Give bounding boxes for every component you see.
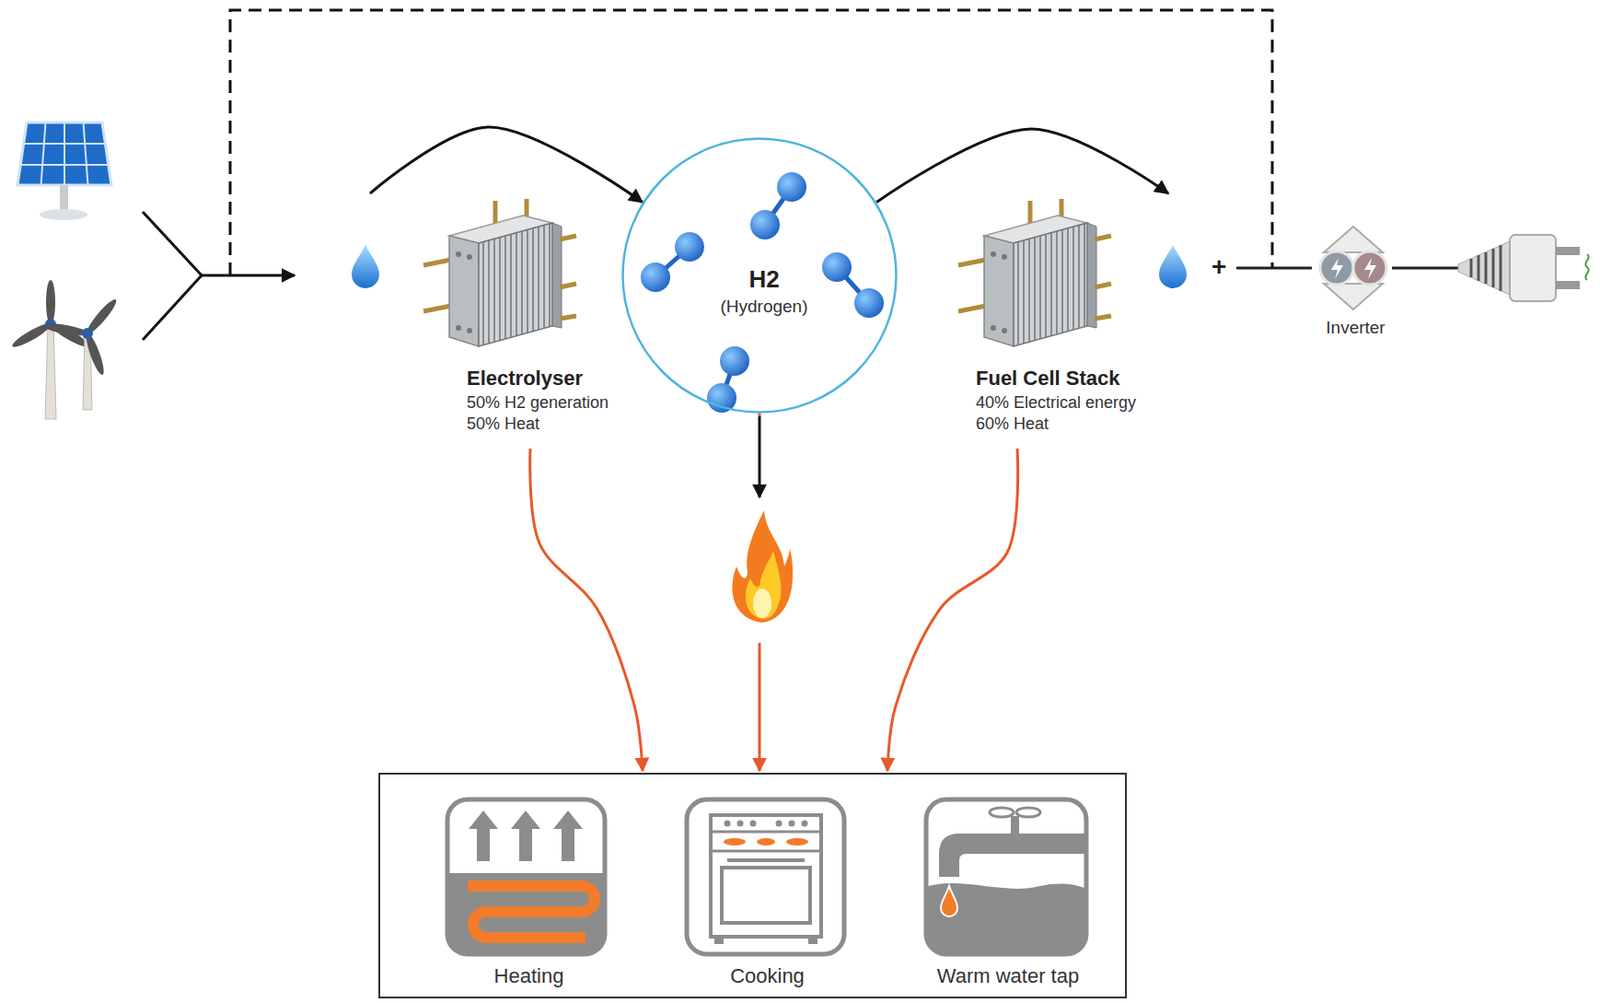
use-item: Warm water tap [926, 797, 1103, 994]
burn-arrow [758, 416, 762, 498]
node-title: Warm water tap [916, 962, 1100, 990]
plus-sign: + [1211, 254, 1227, 280]
power-wires [142, 10, 1461, 340]
node-title: Electrolyser [466, 365, 633, 393]
node-title: H2 [690, 264, 838, 296]
flow-arrow [887, 448, 1019, 771]
use-item: Heating [447, 797, 615, 994]
cooking-icon [686, 799, 845, 954]
power-plug [1458, 234, 1589, 302]
electrolyser-stack [423, 198, 577, 347]
text-group: Inverter [1311, 316, 1400, 340]
water-drop [351, 244, 380, 289]
node-body: 40% Electrical energy 60% Heat [975, 392, 1160, 436]
text-group: Cooking [686, 962, 848, 990]
solar-panel [17, 122, 112, 221]
tap-icon [926, 799, 1087, 954]
inverter-node: Inverter [1311, 224, 1403, 344]
heat-uses-box: Heating Cooking Warm water tap [378, 772, 1127, 998]
text-group: H2(Hydrogen) [690, 264, 838, 318]
water-drop [1159, 244, 1187, 289]
node-body: 50% H2 generation 50% Heat [466, 392, 633, 436]
text-group: Electrolyser50% H2 generation 50% Heat [466, 365, 633, 435]
use-item: Cooking [686, 797, 852, 994]
flame [731, 510, 793, 623]
flow-arrow [530, 448, 643, 771]
h2-molecules [640, 172, 884, 413]
inverter-icon [1320, 226, 1387, 310]
node-title: Heating [447, 962, 611, 990]
fuel-cell-node: Fuel Cell Stack40% Electrical energy 60%… [948, 195, 1237, 449]
hydrogen-circle: H2(Hydrogen) [621, 137, 898, 414]
node-title: Fuel Cell Stack [975, 365, 1160, 393]
wind-turbine [10, 279, 120, 419]
node-title: Inverter [1311, 316, 1400, 340]
node-body: (Hydrogen) [690, 295, 838, 319]
text-group: Fuel Cell Stack40% Electrical energy 60%… [975, 365, 1160, 435]
text-group: Warm water tap [916, 962, 1100, 990]
flow-arrow [370, 127, 643, 203]
circle-outline [623, 139, 897, 413]
node-title: Cooking [686, 962, 848, 990]
heating-icon [447, 799, 605, 954]
fuel-cell-stack [958, 198, 1112, 347]
text-group: Heating [447, 962, 611, 990]
electrolyser-node: Electrolyser50% H2 generation 50% Heat [354, 195, 645, 449]
flow-arrow [1236, 266, 1312, 270]
flow-arrow [876, 128, 1169, 203]
